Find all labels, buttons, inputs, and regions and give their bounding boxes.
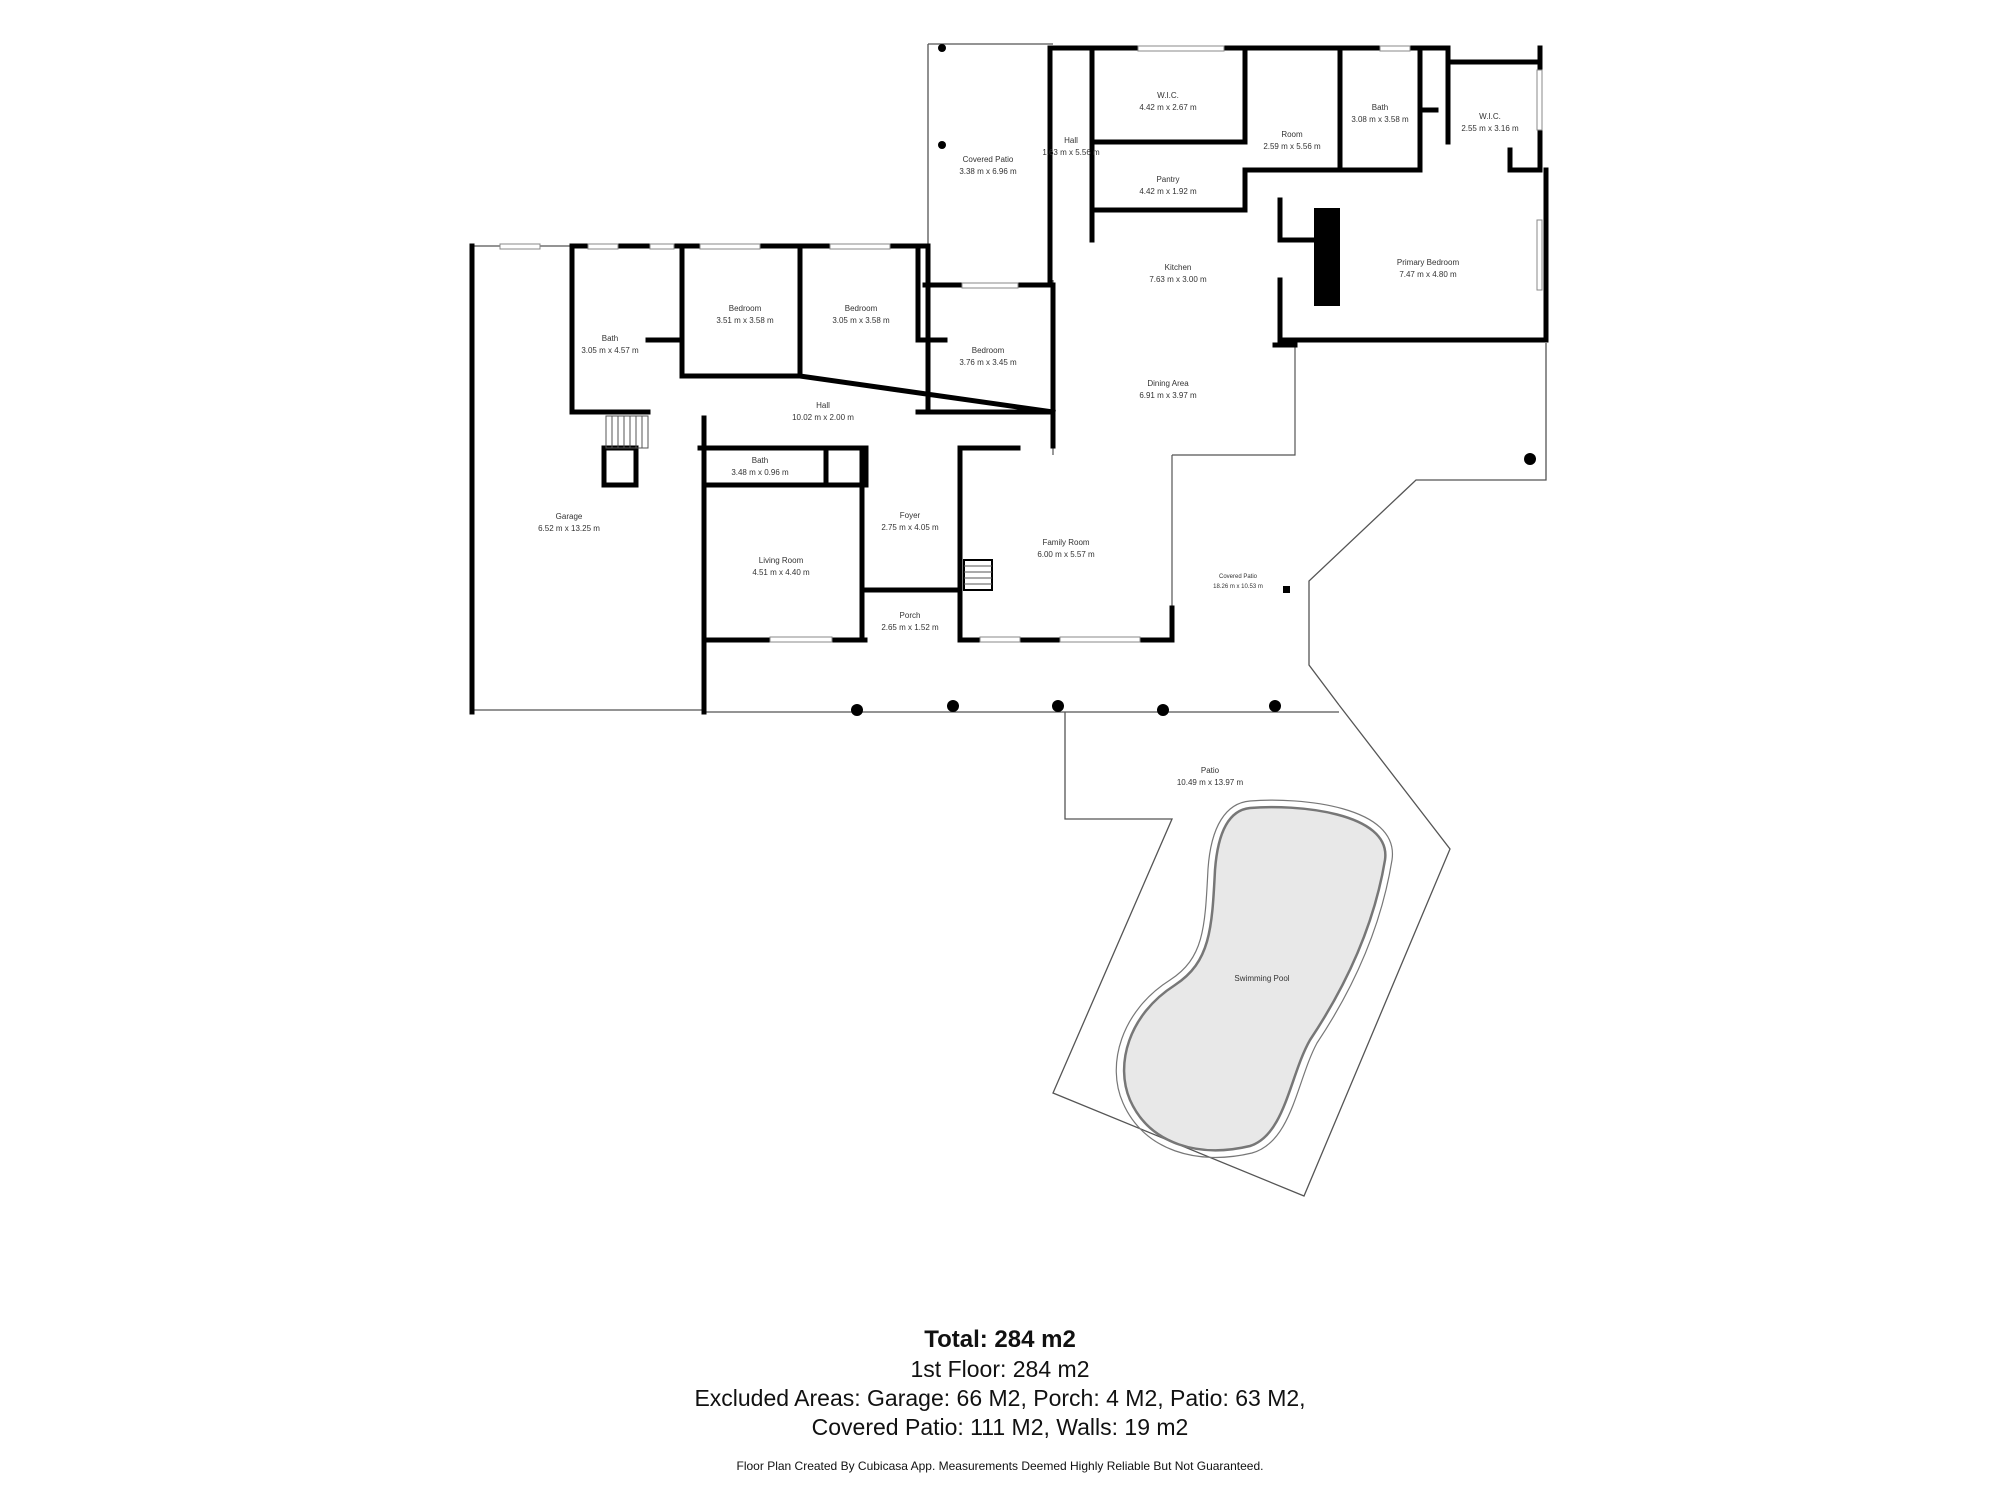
room-dims: 3.76 m x 3.45 m <box>959 358 1017 367</box>
room-name: Foyer <box>900 511 921 520</box>
room-dims: 3.05 m x 3.58 m <box>832 316 890 325</box>
room-dims: 6.52 m x 13.25 m <box>538 524 600 533</box>
dining-right-edge <box>1172 345 1296 456</box>
porch-walls <box>859 445 963 643</box>
area-summary: Total: 284 m2 1st Floor: 284 m2 Excluded… <box>0 1325 2000 1474</box>
column-square <box>1283 586 1290 593</box>
room-name: Bedroom <box>972 346 1005 355</box>
room-dims: 10.49 m x 13.97 m <box>1177 778 1244 787</box>
room-name: Pantry <box>1156 175 1179 184</box>
west-wing-walls <box>569 243 1056 415</box>
room-name: Family Room <box>1042 538 1089 547</box>
walls <box>469 45 1549 715</box>
room-dims: 4.51 m x 4.40 m <box>752 568 810 577</box>
room-dims: 3.08 m x 3.58 m <box>1351 115 1409 124</box>
room-name: Dining Area <box>1147 379 1189 388</box>
family-room-walls <box>957 445 1175 643</box>
room-name: Kitchen <box>1165 263 1192 272</box>
room-name: Covered Patio <box>1219 574 1258 580</box>
room-dims: 7.47 m x 4.80 m <box>1399 270 1457 279</box>
room-dims: 4.42 m x 1.92 m <box>1139 187 1197 196</box>
floor-area: 1st Floor: 284 m2 <box>910 1356 1090 1382</box>
pool-shape <box>1122 805 1387 1152</box>
room-name: Bath <box>1372 103 1388 112</box>
room-dims: 18.26 m x 10.53 m <box>1213 584 1263 590</box>
column-dot <box>947 700 959 712</box>
primary-bedroom-walls <box>1272 167 1549 348</box>
room-name: Bedroom <box>729 304 762 313</box>
column-dot <box>938 44 946 52</box>
total-area: Total: 284 m2 <box>924 1326 1076 1353</box>
room-name: Hall <box>1064 136 1078 145</box>
room-name: Living Room <box>759 556 804 565</box>
room-dims: 4.42 m x 2.67 m <box>1139 103 1197 112</box>
column-dot <box>1157 704 1169 716</box>
room-name: Garage <box>556 512 583 521</box>
patio-outline <box>1052 704 1451 1197</box>
covered-patio-big-outline <box>1308 343 1547 706</box>
room-dims: 2.75 m x 4.05 m <box>881 523 939 532</box>
room-name: Primary Bedroom <box>1397 258 1460 267</box>
bath-top-walls <box>1337 45 1543 173</box>
room-dims: 2.55 m x 3.16 m <box>1461 124 1519 133</box>
room-dims: 2.65 m x 1.52 m <box>881 623 939 632</box>
swimming-pool <box>1115 799 1393 1159</box>
room-name: Room <box>1281 130 1303 139</box>
room-name: Bedroom <box>845 304 878 313</box>
column-dot <box>938 141 946 149</box>
column-dot <box>1524 453 1536 465</box>
room-dims: 2.59 m x 5.56 m <box>1263 142 1321 151</box>
column-dot <box>851 704 863 716</box>
room-dims: 7.63 m x 3.00 m <box>1149 275 1207 284</box>
pool-coping <box>1115 799 1393 1159</box>
garage-walls <box>469 243 707 715</box>
column-dot <box>1052 700 1064 712</box>
windows <box>499 45 1543 643</box>
room-dims: 10.02 m x 2.00 m <box>792 413 854 422</box>
room-dims: 6.91 m x 3.97 m <box>1139 391 1197 400</box>
room-name: Bath <box>602 334 618 343</box>
north-wing-walls <box>1047 45 1343 283</box>
room-dims: 3.38 m x 6.96 m <box>959 167 1017 176</box>
room-name: Swimming Pool <box>1234 974 1289 983</box>
room-dims: 3.51 m x 3.58 m <box>716 316 774 325</box>
excluded-areas-line-2: Covered Patio: 111 M2, Walls: 19 m2 <box>811 1414 1189 1440</box>
room-name: Hall <box>816 401 830 410</box>
small-bath-walls <box>601 445 869 488</box>
room-name: Covered Patio <box>963 155 1014 164</box>
family-room-fireplace <box>963 559 993 591</box>
wic-right-walls <box>1507 45 1543 173</box>
room-name: Bath <box>752 456 768 465</box>
room-dims: 1.63 m x 5.56 m <box>1042 148 1100 157</box>
column-dot <box>1269 700 1281 712</box>
room-name: W.I.C. <box>1157 91 1179 100</box>
room-dims: 3.48 m x 0.96 m <box>731 468 789 477</box>
columns <box>851 44 1536 716</box>
excluded-areas-line-1: Excluded Areas: Garage: 66 M2, Porch: 4 … <box>694 1385 1306 1411</box>
room-name: W.I.C. <box>1479 112 1501 121</box>
room-name: Porch <box>900 611 921 620</box>
outdoor-outlines <box>704 43 1547 1197</box>
disclaimer: Floor Plan Created By Cubicasa App. Meas… <box>736 1459 1264 1473</box>
kitchen-fireplace <box>1314 208 1340 306</box>
room-dims: 3.05 m x 4.57 m <box>581 346 639 355</box>
room-dims: 6.00 m x 5.57 m <box>1037 550 1095 559</box>
room-labels: Covered Patio 3.38 m x 6.96 m Hall 1.63 … <box>538 91 1519 983</box>
room-name: Patio <box>1201 766 1220 775</box>
covered-patio-top-outline <box>927 43 1053 280</box>
stairs <box>605 415 649 449</box>
